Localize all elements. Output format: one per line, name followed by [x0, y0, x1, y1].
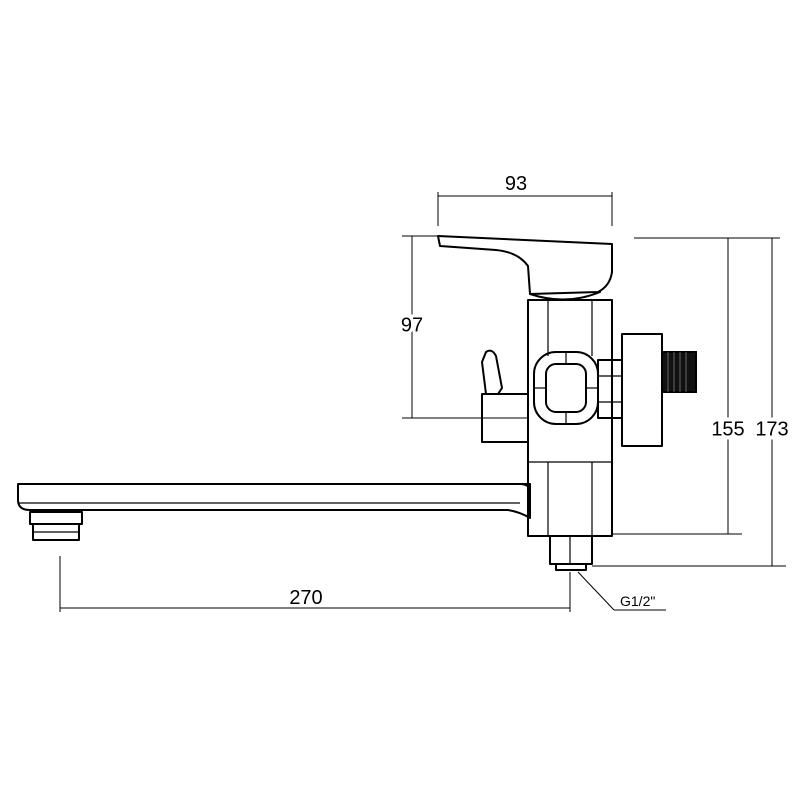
faucet-outline — [17, 235, 697, 571]
aerator — [29, 511, 83, 541]
dim-handle-height: 97 — [398, 235, 528, 419]
cartridge-connector — [533, 351, 599, 425]
dim-label-155: 155 — [711, 418, 744, 440]
dim-label-97: 97 — [401, 314, 423, 336]
dim-label-270: 270 — [289, 587, 322, 609]
dimension-lines: 93 97 155 173 270 — [59, 173, 793, 612]
spout — [17, 483, 531, 519]
lever-handle — [437, 235, 613, 301]
wall-flange — [621, 333, 663, 447]
diverter-knob — [481, 349, 529, 443]
dim-handle-width: 93 — [437, 173, 613, 226]
threaded-connection — [661, 351, 697, 393]
bottom-inlet — [549, 535, 593, 571]
dim-label-173: 173 — [755, 418, 788, 440]
dim-outlet-height: 155 — [612, 237, 780, 535]
dim-label-93: 93 — [505, 173, 527, 195]
eccentric-nut — [597, 359, 623, 419]
dim-overall-height: 173 — [592, 238, 793, 567]
dim-spout-length: 270 — [59, 556, 571, 612]
thread-callout: G1/2" — [577, 571, 666, 611]
thread-label: G1/2" — [620, 593, 655, 609]
